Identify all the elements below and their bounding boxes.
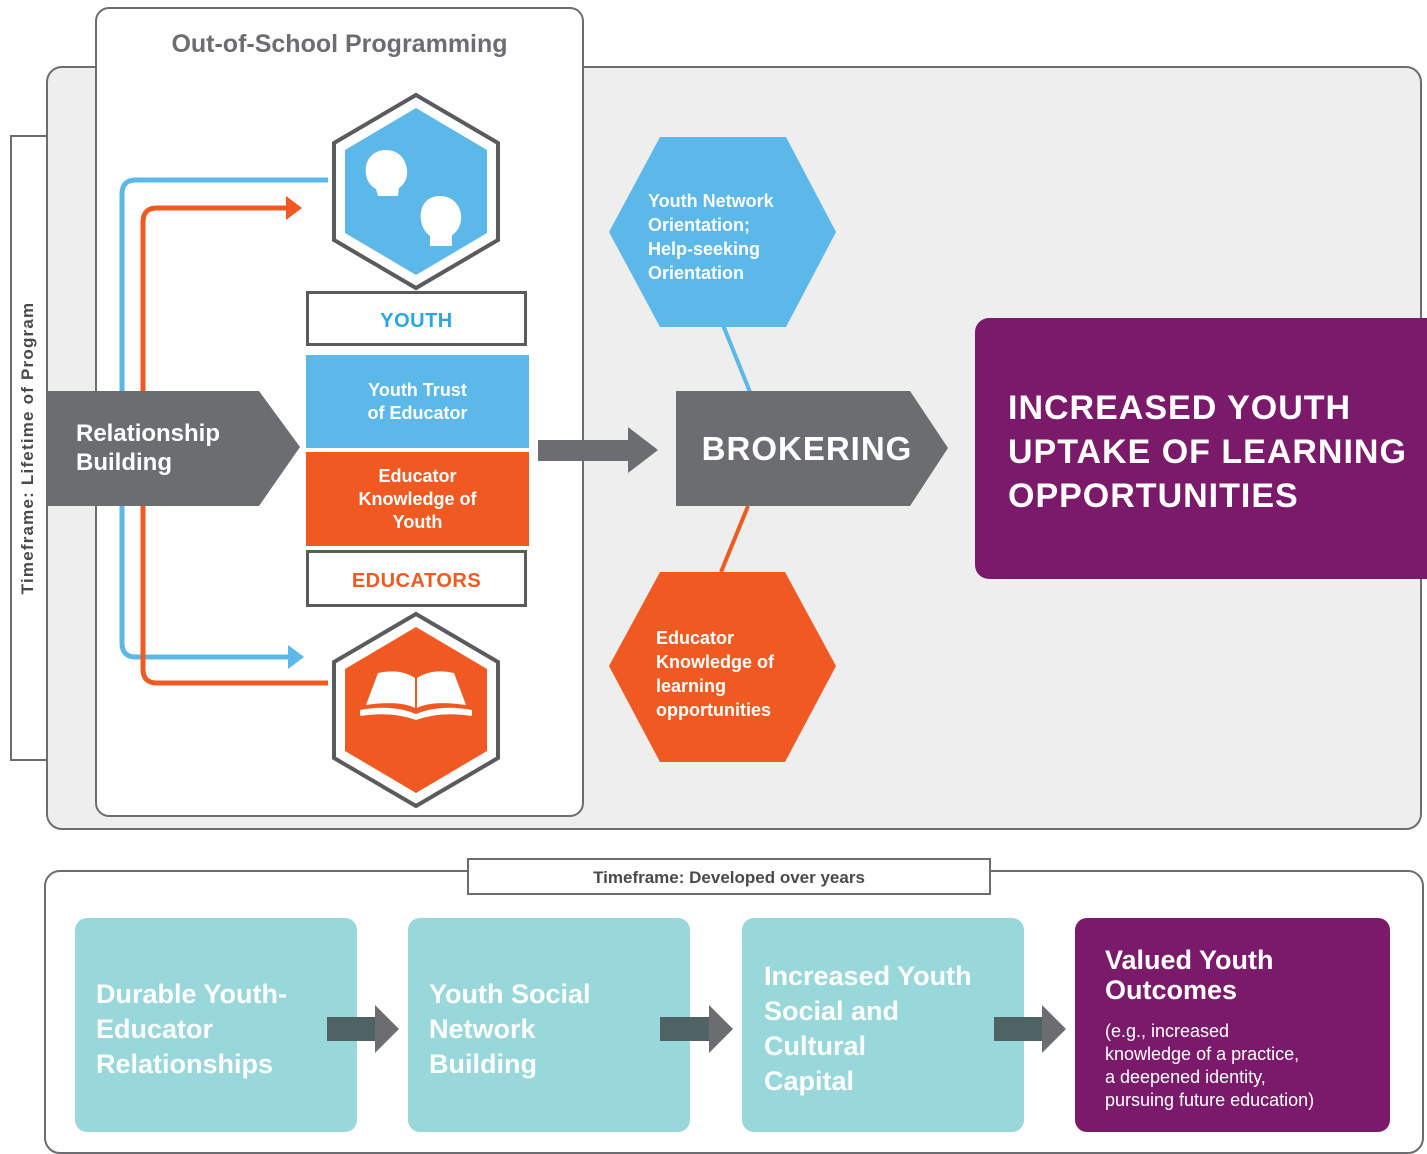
- stage4-description: (e.g., increased knowledge of a practice…: [1105, 1020, 1314, 1112]
- outcome-label: INCREASED YOUTH UPTAKE OF LEARNING OPPOR…: [1008, 386, 1418, 518]
- educator-knowledge-line2: Knowledge of: [358, 488, 477, 509]
- relationship-building-arrow: [46, 391, 300, 506]
- youth-network-hexagon: [609, 137, 836, 327]
- stage4-desc-line2: knowledge of a practice,: [1105, 1044, 1300, 1064]
- stage2-line3: Building: [429, 1049, 537, 1079]
- stage3-label: Increased Youth Social and Cultural Capi…: [764, 959, 972, 1099]
- stage-social-capital: [742, 918, 1024, 1132]
- brokering-label: BROKERING: [701, 430, 913, 467]
- stage1-line2: Educator: [96, 1014, 214, 1044]
- youth-network-line3: Help-seeking: [648, 239, 761, 259]
- educator-knowledge-line1: Educator: [378, 465, 457, 486]
- outcome-line2: UPTAKE OF LEARNING: [1008, 433, 1407, 471]
- stage4-title-line1: Valued Youth: [1105, 945, 1274, 975]
- open-book-icon: [360, 671, 472, 720]
- youth-network-line1: Youth Network: [648, 191, 774, 211]
- youth-trust-line2: of Educator: [367, 402, 468, 423]
- stage4-desc-line3: a deepened identity,: [1105, 1067, 1266, 1087]
- educator-learning-hexagon: [609, 572, 836, 762]
- educator-hexagon-inner: [345, 627, 487, 793]
- stage3-line4: Capital: [764, 1066, 855, 1096]
- stage3-line2: Social and: [764, 996, 900, 1026]
- stage4-desc-line4: pursuing future education): [1105, 1090, 1315, 1110]
- stage3-line1: Increased Youth: [764, 961, 972, 991]
- outcome-line1: INCREASED YOUTH: [1008, 389, 1352, 427]
- relationship-building-label: Relationship Building: [76, 419, 220, 477]
- stage-durable-relationships: [75, 918, 357, 1132]
- outcome-line3: OPPORTUNITIES: [1008, 477, 1299, 515]
- educator-learning-line3: learning: [656, 676, 727, 696]
- educator-learning-line1: Educator: [656, 628, 735, 648]
- brokering-input-arrow-shaft: [538, 440, 630, 461]
- educator-knowledge-youth-box: Educator Knowledge of Youth: [306, 452, 529, 546]
- stage-arrow-1-overlay: [327, 1005, 399, 1053]
- stage1-line3: Relationships: [96, 1049, 274, 1079]
- stage2-label: Youth Social Network Building: [429, 977, 591, 1082]
- relationship-building-line1: Relationship: [76, 420, 221, 447]
- stage-social-network: [408, 918, 690, 1132]
- educators-label: EDUCATORS: [306, 550, 527, 607]
- stage-arrow-3-overlay: [994, 1005, 1066, 1053]
- stage4-title: Valued Youth Outcomes: [1105, 945, 1274, 1005]
- youth-network-line2: Orientation;: [648, 215, 750, 235]
- stage4-desc-line1: (e.g., increased: [1105, 1021, 1230, 1041]
- youth-network-line4: Orientation: [648, 263, 745, 283]
- stage-valued-outcomes: [1075, 918, 1390, 1132]
- youth-label: YOUTH: [306, 291, 527, 346]
- stage3-line3: Cultural: [764, 1031, 867, 1061]
- stage4-title-line2: Outcomes: [1105, 975, 1238, 1005]
- educator-learning-label: Educator Knowledge of learning opportuni…: [656, 626, 774, 722]
- stage1-line1: Durable Youth-: [96, 979, 288, 1009]
- blue-arrowhead-bottom: [288, 645, 304, 669]
- youth-trust-line1: Youth Trust: [368, 379, 467, 400]
- years-timeframe-label: Timeframe: Developed over years: [467, 858, 991, 895]
- educator-learning-line4: opportunities: [656, 700, 771, 720]
- program-title: Out-of-School Programming: [171, 30, 508, 58]
- youth-heads-icon: [365, 150, 462, 246]
- lifetime-bracket: [10, 135, 46, 761]
- brokering-arrow: [676, 391, 948, 506]
- relationship-building-line2: Building: [76, 449, 172, 476]
- brokering-input-arrowhead: [628, 427, 658, 473]
- stage1-label: Durable Youth- Educator Relationships: [96, 977, 287, 1082]
- stage2-line1: Youth Social: [429, 979, 591, 1009]
- stage2-line2: Network: [429, 1014, 536, 1044]
- educator-learning-line2: Knowledge of: [656, 652, 774, 672]
- youth-network-label: Youth Network Orientation; Help-seeking …: [648, 189, 774, 285]
- youth-trust-box: Youth Trust of Educator: [306, 355, 529, 448]
- educator-knowledge-line3: Youth: [392, 511, 443, 532]
- orange-arrowhead-top: [286, 196, 302, 220]
- outcome-box: [975, 318, 1427, 579]
- youth-network-connector: [721, 324, 752, 393]
- stage-arrow-2-overlay: [660, 1005, 733, 1053]
- educator-learning-connector: [719, 505, 750, 573]
